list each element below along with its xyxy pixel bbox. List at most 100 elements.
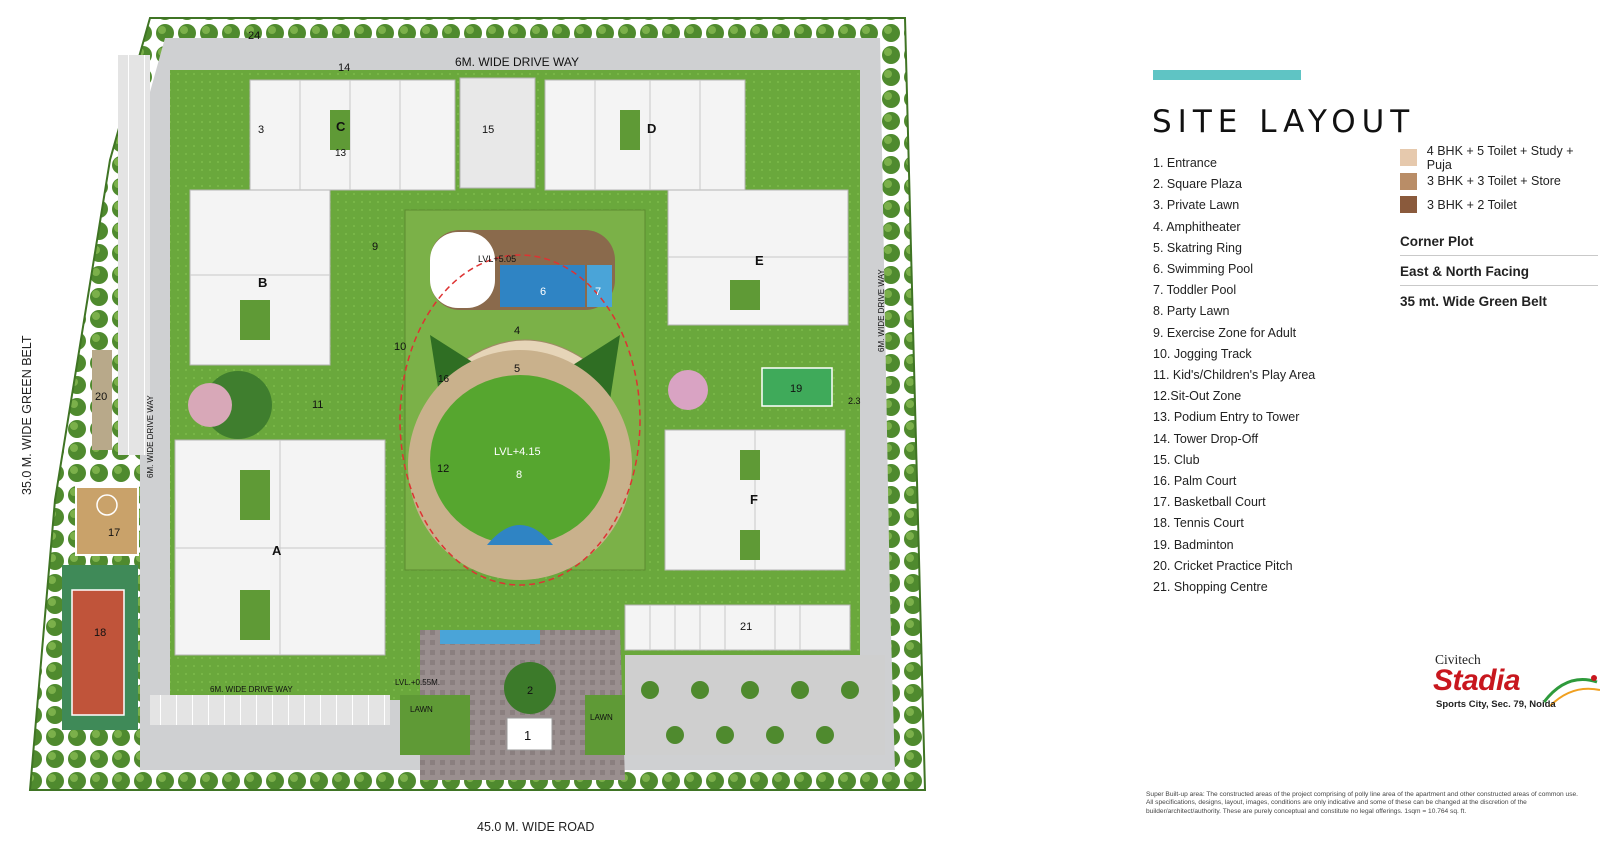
legend-item: 12.Sit-Out Zone — [1153, 389, 1242, 404]
tower-c — [249, 79, 456, 191]
label-lawn-left: LAWN — [410, 705, 433, 714]
legend-item: 4. Amphitheater — [1153, 219, 1241, 234]
cricket-pitch — [92, 350, 112, 450]
legend-item: 11. Kid's/Children's Play Area — [1153, 368, 1316, 383]
legend-item: 20. Cricket Practice Pitch — [1153, 558, 1293, 573]
feature-corner-plot: Corner Plot — [1400, 232, 1598, 256]
legend-item: 9. Exercise Zone for Adult — [1153, 325, 1297, 340]
site-plan-map: 6M. WIDE DRIVE WAY 6M. WIDE DRIVE WAY 6M… — [28, 17, 927, 791]
kids-play-area-right — [668, 370, 708, 410]
legend-item: 16. Palm Court — [1153, 474, 1237, 489]
unit-color-swatch — [1400, 196, 1417, 214]
num-12: 12 — [437, 463, 449, 475]
party-lawn — [430, 375, 610, 545]
legend-item: 17. Basketball Court — [1153, 495, 1266, 510]
label-lvl-lawn: LVL+4.15 — [494, 446, 541, 458]
legend-item: 15. Club — [1153, 452, 1200, 467]
square-plaza-tree — [504, 662, 556, 714]
legend-item: 6. Swimming Pool — [1153, 262, 1254, 277]
num-19: 19 — [790, 383, 802, 395]
jogging-track — [399, 254, 641, 586]
num-6: 6 — [540, 286, 546, 298]
feature-list: Corner Plot East & North Facing 35 mt. W… — [1400, 232, 1598, 321]
basketball-court — [75, 486, 139, 556]
num-21: 21 — [740, 621, 752, 633]
num-15: 15 — [482, 124, 494, 136]
toddler-pool — [587, 265, 612, 307]
club-building — [459, 77, 536, 189]
unit-type-row: 3 BHK + 3 Toilet + Store — [1400, 170, 1600, 194]
entrance-lawn-left — [400, 695, 470, 755]
legend-item: 1. Entrance — [1153, 156, 1217, 170]
shopping-centre — [624, 604, 851, 651]
legend-item: 13. Podium Entry to Tower — [1153, 410, 1300, 425]
num-7: 7 — [595, 286, 601, 298]
brand-swoosh-icon — [1542, 675, 1600, 707]
unit-color-swatch — [1400, 172, 1417, 190]
num-17: 17 — [108, 527, 120, 539]
unit-type-label: 3 BHK + 3 Toilet + Store — [1427, 174, 1561, 189]
num-1: 1 — [524, 728, 531, 743]
unit-type-label: 4 BHK + 5 Toilet + Study + Puja — [1426, 143, 1574, 172]
legend-item: 2. Square Plaza — [1153, 177, 1242, 192]
num-5: 5 — [514, 363, 520, 375]
brand-location: Sports City, Sec. 79, Noida — [1436, 699, 1556, 710]
swimming-pool — [500, 265, 585, 307]
num-20: 20 — [95, 391, 107, 403]
label-lawn-right: LAWN — [590, 713, 613, 722]
num-3: 3 — [258, 124, 264, 136]
legend-item: 3. Private Lawn — [1153, 198, 1240, 213]
num-9: 9 — [372, 241, 378, 253]
num-24: 24 — [248, 30, 260, 42]
entrance-water — [440, 630, 540, 644]
tower-label-a: A — [272, 543, 282, 558]
entrance-gate — [506, 717, 553, 751]
num-18: 18 — [94, 627, 106, 639]
legend-item: 8. Party Lawn — [1153, 304, 1230, 319]
tower-label-f: F — [750, 492, 758, 507]
party-lawn-pool — [487, 525, 553, 545]
feature-green-belt: 35 mt. Wide Green Belt — [1400, 294, 1547, 309]
feature-facing: East & North Facing — [1400, 262, 1598, 286]
label-bottom-drive: 6M. WIDE DRIVE WAY — [210, 685, 293, 694]
tower-label-b: B — [258, 275, 267, 290]
brand-name: Stadia — [1433, 664, 1521, 697]
num-4: 4 — [514, 325, 520, 337]
num-23: 2.3 — [848, 396, 861, 406]
disclaimer-text: Super Built-up area: The constructed are… — [1146, 791, 1579, 815]
badminton-court — [761, 367, 833, 407]
tower-label-d: D — [647, 121, 656, 136]
num-14: 14 — [338, 62, 350, 74]
label-bottom-road: 45.0 M. WIDE ROAD — [477, 820, 595, 834]
page-title: SITE LAYOUT — [1152, 104, 1416, 140]
num-8: 8 — [516, 469, 522, 481]
unit-type-key: 4 BHK + 5 Toilet + Study + Puja 3 BHK + 3… — [1400, 143, 1600, 217]
legend-item: 21. Shopping Centre — [1153, 580, 1268, 595]
num-2: 2 — [527, 685, 533, 697]
label-left-drive: 6M. WIDE DRIVE WAY — [146, 395, 155, 478]
tower-d — [544, 79, 746, 191]
label-lvl-entry: LVL.+0.55M. — [395, 678, 440, 687]
amenity-legend: 1. Entrance 2. Square Plaza 3. Private Law… — [1153, 153, 1315, 598]
label-right-drive: 6M. WIDE DRIVE WAY — [877, 269, 886, 352]
tower-label-c: C — [336, 119, 346, 134]
label-lvl-pool: LVL+5.05 — [478, 254, 516, 264]
legend-item: 7. Toddler Pool — [1153, 283, 1237, 298]
legend-item: 18. Tennis Court — [1153, 516, 1244, 531]
tower-label-e: E — [755, 253, 764, 268]
num-16: 16 — [438, 374, 450, 385]
num-10: 10 — [394, 341, 406, 353]
num-11: 11 — [312, 399, 323, 411]
legend-item: 10. Jogging Track — [1153, 346, 1252, 361]
legend-item: 14. Tower Drop-Off — [1153, 431, 1259, 446]
num-13: 13 — [335, 148, 347, 159]
unit-type-label: 3 BHK + 2 Toilet — [1427, 197, 1517, 212]
legend-item: 5. Skatring Ring — [1153, 240, 1242, 255]
bottom-parking — [150, 695, 390, 725]
title-accent-bar — [1153, 70, 1301, 80]
unit-color-swatch — [1400, 149, 1417, 167]
brand-logo: Civitech Stadia Sports City, Sec. 79, No… — [1433, 652, 1600, 722]
palm-court-right — [565, 335, 620, 400]
unit-type-row: 4 BHK + 5 Toilet + Study + Puja — [1400, 143, 1600, 172]
label-top-drive: 6M. WIDE DRIVE WAY — [455, 55, 579, 69]
